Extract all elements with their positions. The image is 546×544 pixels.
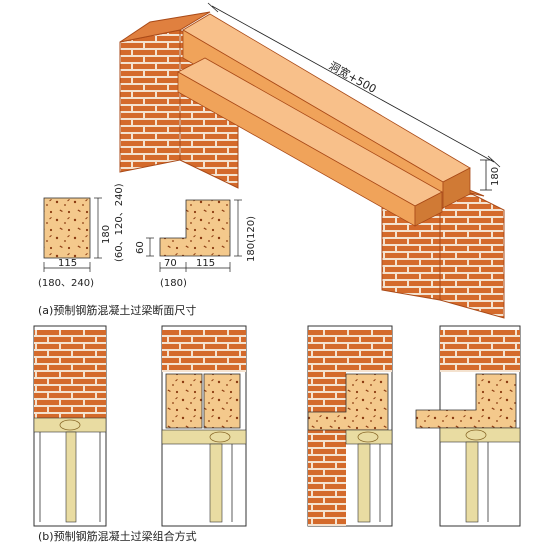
rect-width-alt-label: (180、240) bbox=[38, 278, 94, 289]
top-3d-figure: 洞宽+500 180 bbox=[119, 2, 505, 319]
rect-height-alt-label: (60、120、240) bbox=[114, 183, 125, 262]
rect-width-label: 115 bbox=[58, 258, 77, 269]
span-dimension bbox=[207, 2, 501, 168]
caption-b: (b)预制钢筋混凝土过梁组合方式 bbox=[38, 530, 197, 543]
section-l bbox=[146, 199, 242, 272]
height-dimension bbox=[480, 159, 492, 191]
height-label: 180 bbox=[490, 167, 501, 186]
beam-front bbox=[177, 57, 443, 227]
caption-a: (a)预制钢筋混凝土过梁断面尺寸 bbox=[38, 304, 197, 317]
rect-height-label: 180 bbox=[101, 225, 112, 244]
l-height-label: 180(120) bbox=[246, 216, 257, 262]
combination-panel-2 bbox=[161, 325, 247, 527]
l-body-width-label: 115 bbox=[196, 258, 215, 269]
l-lip-width-label: 70 bbox=[164, 258, 177, 269]
l-lip-height-label: 60 bbox=[135, 241, 146, 254]
combination-panel-4 bbox=[415, 325, 521, 527]
l-total-alt-label: (180) bbox=[160, 278, 187, 289]
combination-panel-3 bbox=[307, 325, 393, 527]
combination-panel-1 bbox=[33, 325, 107, 527]
section-rect bbox=[43, 197, 102, 272]
